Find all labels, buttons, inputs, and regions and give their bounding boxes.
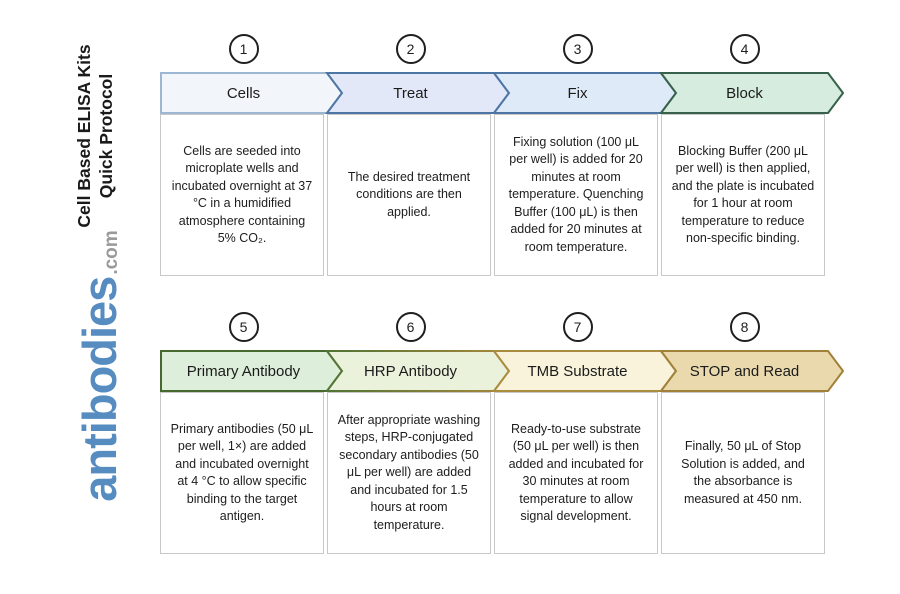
chevron-label-tmb-substrate: TMB Substrate — [527, 362, 628, 380]
brand-logo: antibodies .com — [67, 227, 131, 507]
chevron-label-cells: Cells — [226, 84, 261, 102]
step-description-box-6: After appropriate washing steps, HRP-con… — [327, 392, 491, 554]
chevron-label-block: Block — [726, 84, 763, 102]
chevron-label-fix: Fix — [567, 84, 588, 102]
step-number-circle-4: 4 — [729, 34, 760, 64]
step-description-3: Fixing solution (100 μL per well) is add… — [508, 134, 644, 254]
step-number-circle-7: 7 — [562, 312, 593, 342]
protocol-flow: 1 2 3 4 Cells Treat Fix Block Cells are … — [160, 0, 860, 554]
chevron-label-stop-and-read: STOP and Read — [689, 362, 800, 380]
chevron-svg-2 — [160, 350, 844, 392]
chevron-label-primary-antibody: Primary Antibody — [186, 362, 301, 380]
step-number-circle-3: 3 — [562, 34, 593, 64]
steps-row-2: 5 6 7 8 Prima — [160, 312, 860, 554]
step-description-box-5: Primary antibodies (50 μL per well, 1×) … — [160, 392, 324, 554]
chevron-label-hrp-antibody: HRP Antibody — [363, 362, 458, 380]
step-number-circle-5: 5 — [228, 312, 259, 342]
step-description-box-2: The desired treatment conditions are the… — [327, 114, 491, 276]
brand-logo-text: antibodies — [72, 276, 126, 502]
step-description-2: The desired treatment conditions are the… — [347, 169, 471, 219]
step-description-box-4: Blocking Buffer (200 μL per well) is the… — [661, 114, 825, 276]
step-description-1: Cells are seeded into microplate wells a… — [171, 143, 313, 246]
step-description-box-8: Finally, 50 μL of Stop Solution is added… — [661, 392, 825, 554]
chevron-svg-1 — [160, 72, 844, 114]
step-number-circle-1: 1 — [228, 34, 259, 64]
step-description-box-7: Ready-to-use substrate (50 μL per well) … — [494, 392, 658, 554]
protocol-title: Cell Based ELISA Kits Quick Protocol — [74, 16, 118, 256]
step-description-7: Ready-to-use substrate (50 μL per well) … — [508, 421, 644, 524]
sidebar: Cell Based ELISA Kits Quick Protocol ant… — [0, 0, 158, 594]
chevron-bar-1: Cells Treat Fix Block — [160, 72, 844, 114]
chevron-arrow-stop-and-read — [659, 350, 844, 392]
brand-logo-suffix: .com — [101, 230, 122, 275]
steps-row-1: 1 2 3 4 Cells Treat Fix Block Cells are … — [160, 34, 860, 276]
step-description-5: Primary antibodies (50 μL per well, 1×) … — [170, 421, 314, 524]
step-number-circle-6: 6 — [395, 312, 426, 342]
step-description-6: After appropriate washing steps, HRP-con… — [337, 412, 481, 532]
step-number-row: 5 6 7 8 — [160, 312, 860, 342]
chevron-arrow-block — [659, 72, 844, 114]
protocol-title-line1: Cell Based ELISA Kits — [74, 44, 95, 228]
description-row-1: Cells are seeded into microplate wells a… — [160, 114, 860, 276]
step-description-8: Finally, 50 μL of Stop Solution is added… — [681, 439, 805, 506]
description-row-2: Primary antibodies (50 μL per well, 1×) … — [160, 392, 860, 554]
step-description-4: Blocking Buffer (200 μL per well) is the… — [671, 143, 815, 246]
step-number-circle-8: 8 — [729, 312, 760, 342]
step-description-box-3: Fixing solution (100 μL per well) is add… — [494, 114, 658, 276]
step-number-circle-2: 2 — [395, 34, 426, 64]
chevron-label-treat: Treat — [393, 84, 428, 102]
step-number-row: 1 2 3 4 — [160, 34, 860, 64]
protocol-title-line2: Quick Protocol — [96, 73, 116, 199]
step-description-box-1: Cells are seeded into microplate wells a… — [160, 114, 324, 276]
chevron-bar-2: Primary Antibody HRP Antibody TMB Substr… — [160, 350, 844, 392]
